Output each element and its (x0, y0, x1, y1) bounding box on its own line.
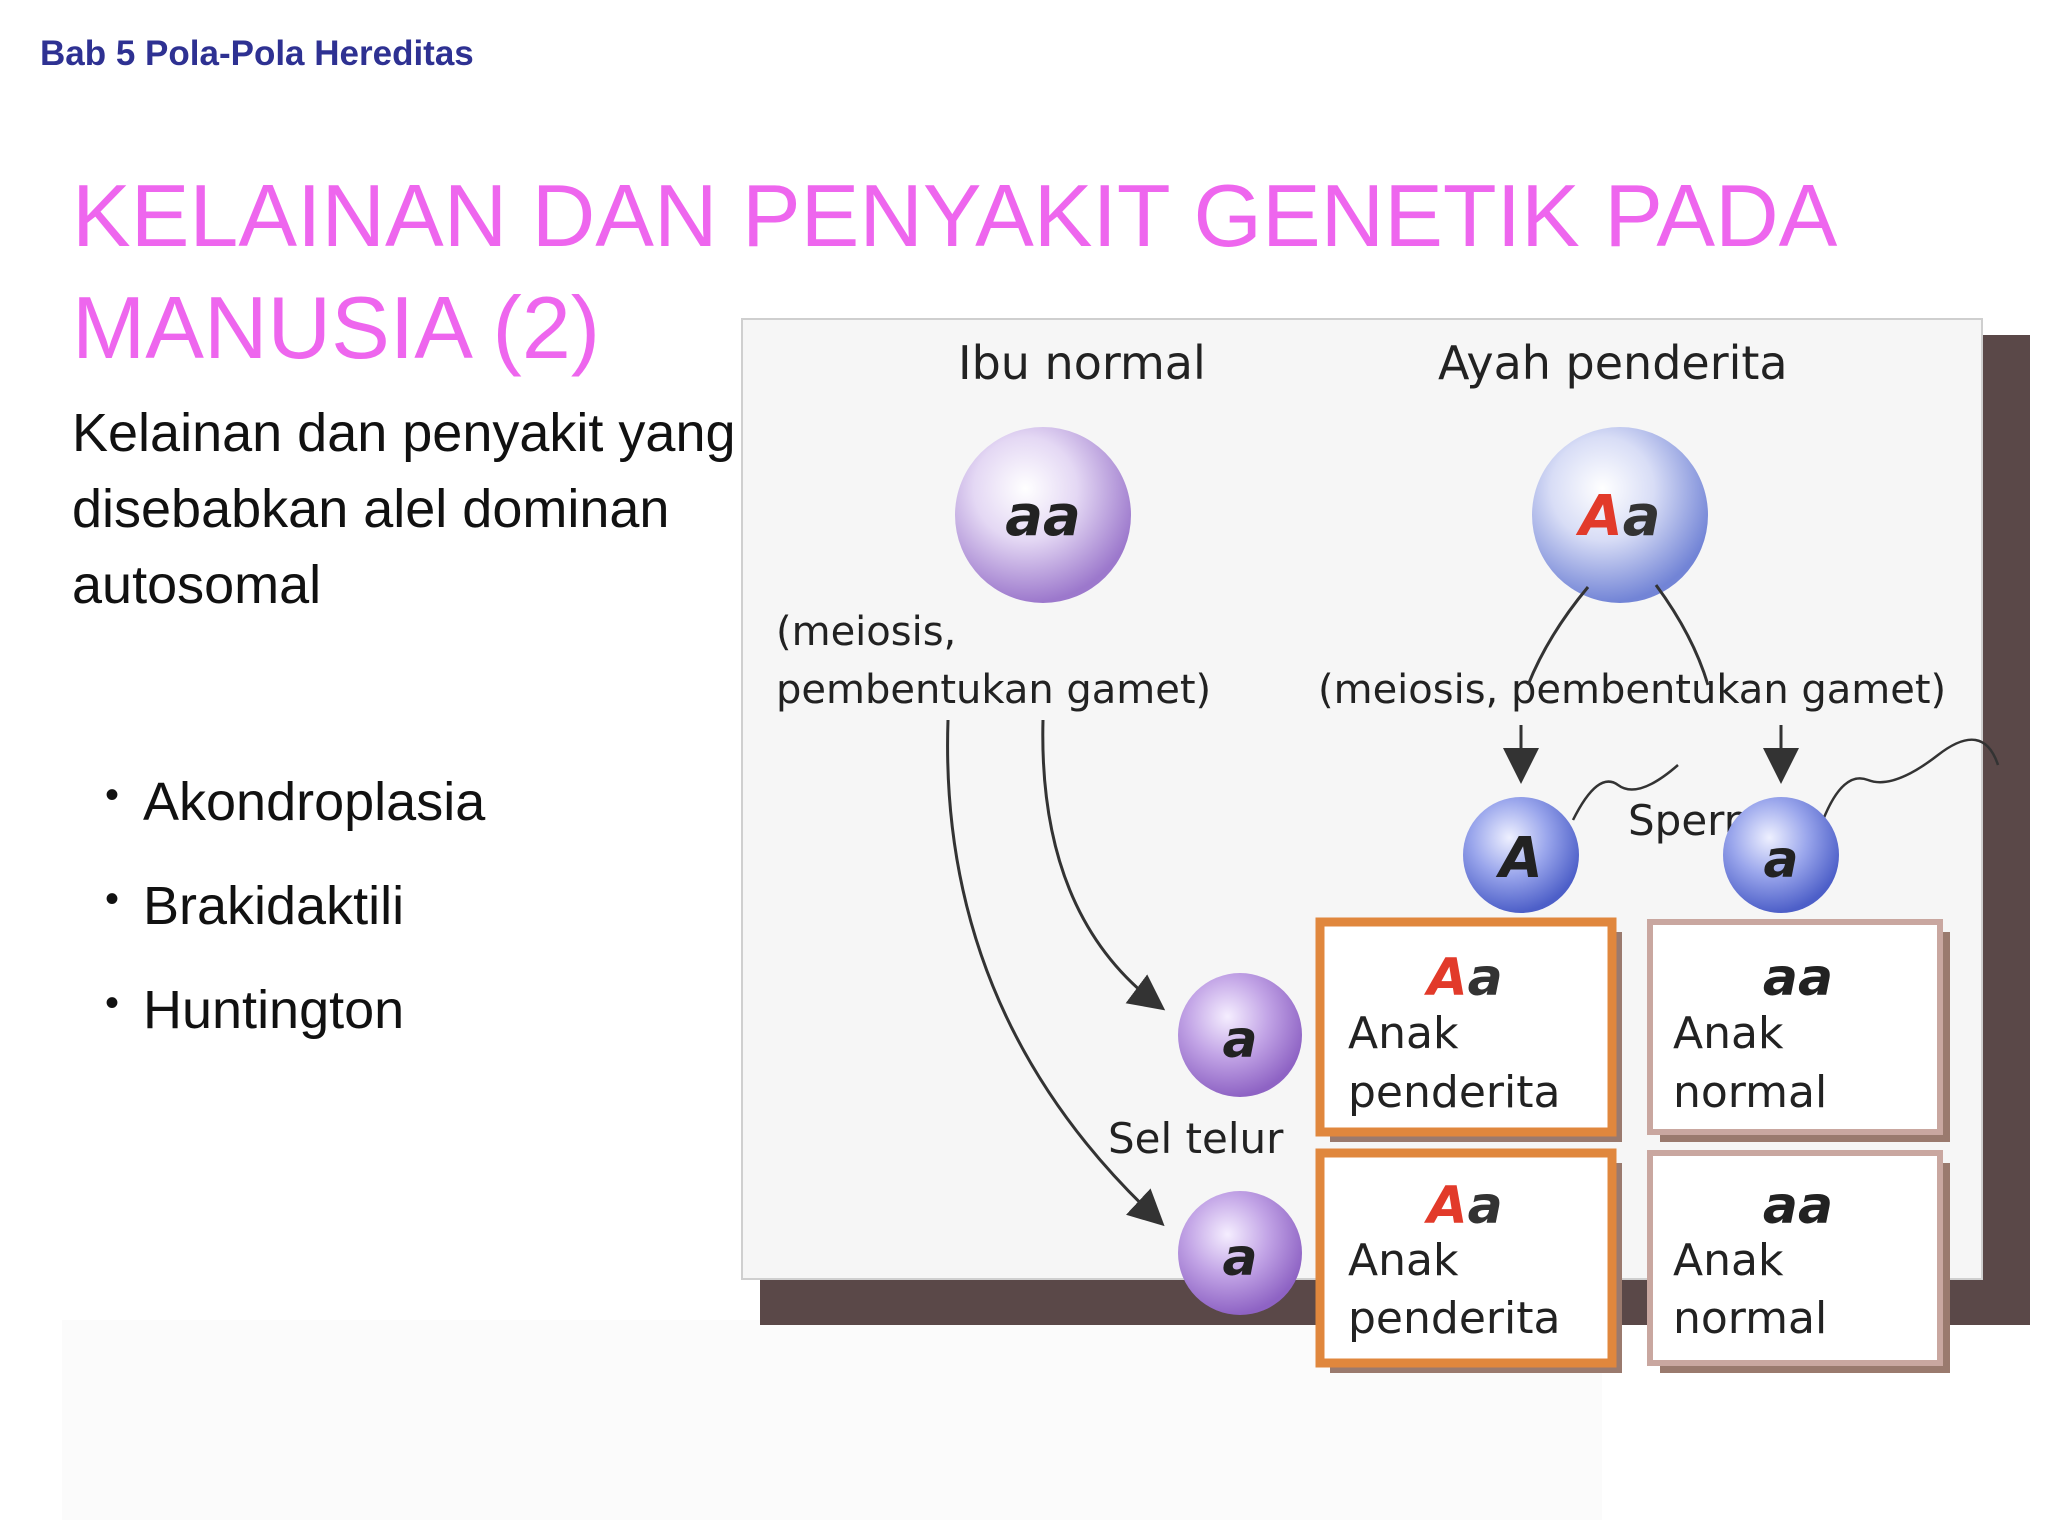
sperm-cell-dominant (1463, 797, 1579, 913)
bullet-icon: • (105, 981, 120, 1025)
father-genotype: Aa (1575, 484, 1660, 549)
bullet-icon: • (105, 773, 120, 817)
svg-text:normal: normal (1673, 1293, 1827, 1344)
sperm-tail-1 (1571, 764, 1679, 821)
svg-text:aa: aa (1763, 1176, 1833, 1236)
svg-text:aa: aa (1763, 948, 1833, 1008)
mother-genotype: aa (1005, 484, 1081, 549)
egg-cell-2 (1178, 1191, 1302, 1315)
offspring-cell-affected-1: Aa Anak penderita (1315, 917, 1622, 1142)
disease-list: •Akondroplasia •Brakidaktili •Huntington (105, 750, 485, 1062)
svg-text:penderita: penderita (1348, 1067, 1560, 1118)
inheritance-diagram: Ibu normal Ayah penderita aa Aa (meiosis… (738, 315, 2038, 1425)
offspring-cell-normal-2: aa Anak normal (1647, 1150, 1950, 1373)
svg-text:penderita: penderita (1348, 1293, 1560, 1344)
father-line-left (1526, 586, 1590, 686)
egg-cell-1 (1178, 973, 1302, 1097)
list-item: •Brakidaktili (105, 854, 485, 958)
bullet-icon: • (105, 877, 120, 921)
svg-text:Anak: Anak (1673, 1008, 1784, 1059)
sperm-allele-dominant: A (1495, 826, 1542, 891)
mother-label: Ibu normal (958, 336, 1206, 390)
svg-text:normal: normal (1673, 1067, 1827, 1118)
intro-text: Kelainan dan penyakit yang disebabkan al… (72, 403, 736, 615)
father-line-right (1654, 584, 1710, 686)
list-item: •Akondroplasia (105, 750, 485, 854)
slide-title: KELAINAN DAN PENYAKIT GENETIK PADA MANUS… (72, 166, 1833, 377)
sperm-cell-recessive (1723, 797, 1839, 913)
svg-text:Anak: Anak (1348, 1008, 1459, 1059)
chapter-header: Bab 5 Pola-Pola Hereditas (40, 34, 474, 73)
egg-arrow-lower (946, 719, 1165, 1227)
father-label: Ayah penderita (1438, 336, 1788, 390)
egg-arrow-upper (1041, 719, 1166, 1011)
offspring-cell-affected-2: Aa Anak penderita (1315, 1148, 1622, 1373)
egg-allele-1: a (1222, 1010, 1257, 1070)
meiosis-left-line1: (meiosis, (776, 609, 956, 655)
egg-label: Sel telur (1108, 1114, 1284, 1163)
mother-cell (955, 427, 1131, 603)
sperm-allele-recessive: a (1763, 830, 1798, 890)
egg-allele-2: a (1222, 1228, 1257, 1288)
svg-text:Anak: Anak (1348, 1235, 1459, 1286)
father-cell (1532, 427, 1708, 603)
sperm-tail-2 (1821, 738, 2000, 821)
svg-text:Aa: Aa (1423, 1176, 1502, 1236)
svg-text:Anak: Anak (1673, 1235, 1784, 1286)
list-item: •Huntington (105, 958, 485, 1062)
meiosis-right: (meiosis, pembentukan gamet) (1318, 667, 1946, 713)
svg-text:Aa: Aa (1423, 948, 1502, 1008)
offspring-cell-normal-1: aa Anak normal (1647, 919, 1950, 1142)
meiosis-left-line2: pembentukan gamet) (776, 667, 1211, 713)
